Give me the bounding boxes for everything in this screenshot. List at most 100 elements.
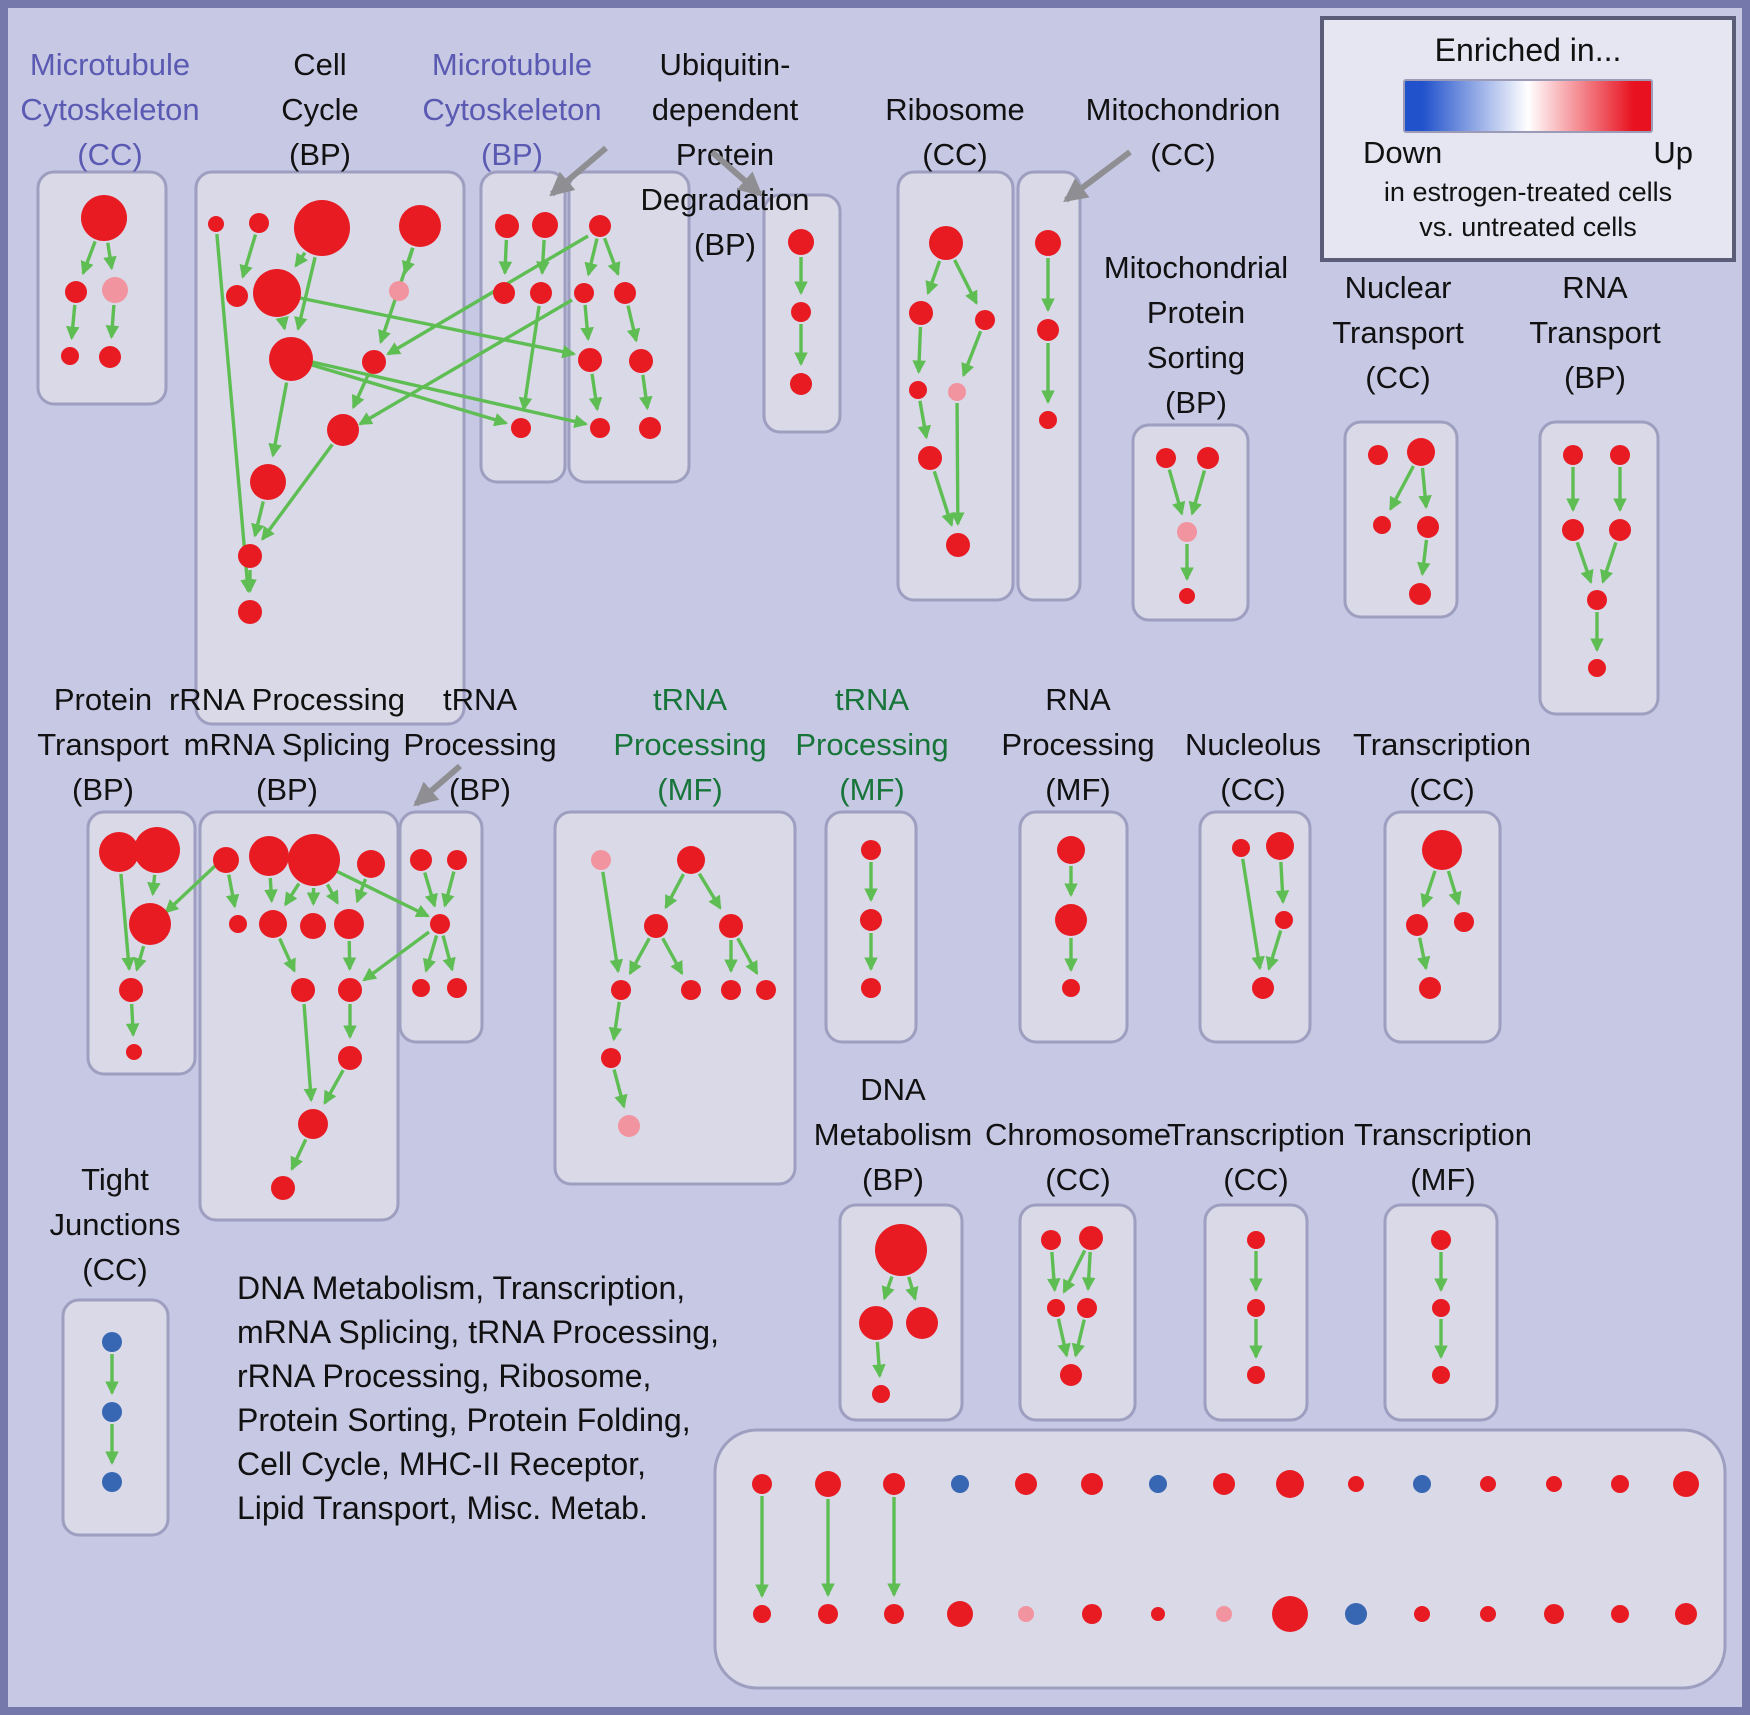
go-term-node-transcription-mf <box>1431 1230 1451 1250</box>
go-term-node-mitochondrial-protein-sorting-bp <box>1177 522 1197 542</box>
go-term-node-chromosome-cc <box>1060 1364 1082 1386</box>
edge-chromosome-cc <box>1081 1251 1096 1292</box>
go-term-node-trna-processing-mf-1 <box>677 846 705 874</box>
go-term-node-protein-transport-bp <box>129 903 171 945</box>
go-term-node-trna-processing-mf-1 <box>591 850 611 870</box>
go-term-node-trna-processing-bp <box>447 850 467 870</box>
go-term-node-misc-metabolism-cluster <box>884 1604 904 1624</box>
edge-nucleolus-cc <box>1241 858 1265 971</box>
go-term-node-misc-metabolism-cluster <box>1413 1475 1431 1493</box>
go-term-node-cell-cycle-bp <box>362 350 386 374</box>
group-box-chromosome-cc <box>1018 1203 1137 1422</box>
go-term-node-misc-metabolism-cluster <box>1675 1603 1697 1625</box>
edge-chromosome-cc <box>1047 1251 1061 1293</box>
go-term-node-chromosome-cc <box>1041 1230 1061 1250</box>
cross-group-edge <box>386 234 589 356</box>
go-term-node-ubiquitin-dependent-protein-degradation-bp <box>791 302 811 322</box>
edge-cell-cycle-bp <box>239 233 258 279</box>
go-term-node-misc-metabolism-cluster <box>1213 1473 1235 1495</box>
cross-group-edge <box>358 298 573 426</box>
go-term-node-misc-metabolism-cluster <box>815 1471 841 1497</box>
edge-ribosome-cc <box>917 400 932 440</box>
edge-trna-processing-bp <box>441 871 456 908</box>
group-label-chromosome-cc: Chromosome(CC) <box>985 1117 1171 1197</box>
group-box-trna-processing-mf-1 <box>553 810 797 1186</box>
edge-trna-processing-bp <box>422 935 439 973</box>
edge-dna-metabolism-bp <box>881 1275 895 1301</box>
misc-label-line: Cell Cycle, MHC-II Receptor, <box>237 1446 646 1482</box>
go-term-node-microtubule-cytoskeleton-cc <box>61 347 79 365</box>
go-term-node-protein-transport-bp <box>99 832 139 872</box>
go-term-node-misc-metabolism-cluster <box>1272 1596 1308 1632</box>
edge-rrna-processing-mrna-splicing-bp <box>325 883 339 905</box>
edge-rrna-processing-mrna-splicing-bp <box>225 874 240 909</box>
go-term-node-nuclear-transport-cc <box>1407 438 1435 466</box>
go-term-node-rna-transport-bp <box>1563 445 1583 465</box>
go-term-node-transcription-cc-2 <box>1247 1299 1265 1317</box>
legend-gradient-bar <box>1403 79 1653 133</box>
group-box-misc-metabolism-cluster <box>713 1428 1727 1690</box>
go-term-node-microtubule-cytoskeleton-bp <box>511 418 531 438</box>
go-term-node-nucleolus-cc <box>1252 977 1274 999</box>
go-term-node-cell-cycle-bp <box>389 281 409 301</box>
go-term-node-protein-degradation-cluster <box>639 417 661 439</box>
edge-chromosome-cc <box>1056 1318 1071 1358</box>
go-term-node-chromosome-cc <box>1079 1226 1103 1250</box>
go-term-node-ribosome-cc <box>946 533 970 557</box>
misc-label-line: mRNA Splicing, tRNA Processing, <box>237 1314 719 1350</box>
edge-rrna-processing-mrna-splicing-bp <box>354 878 368 904</box>
go-term-node-cell-cycle-bp <box>250 464 286 500</box>
go-term-node-trna-processing-mf-2 <box>860 909 882 931</box>
edge-transcription-cc-1 <box>1420 870 1437 908</box>
legend-up-label: Up <box>1653 135 1693 170</box>
label-pointer-arrow-icon <box>1063 149 1132 203</box>
group-label-transcription-cc-2: Transcription(CC) <box>1167 1117 1345 1197</box>
group-box-nuclear-transport-cc <box>1343 420 1459 619</box>
edge-rrna-processing-mrna-splicing-bp <box>290 1138 308 1171</box>
go-term-node-rrna-processing-mrna-splicing-bp <box>298 1109 328 1139</box>
group-box-mitochondrial-protein-sorting-bp <box>1131 423 1250 622</box>
edge-protein-degradation-cluster <box>580 304 594 342</box>
go-term-node-nucleolus-cc <box>1266 832 1294 860</box>
go-term-node-ubiquitin-dependent-protein-degradation-bp <box>788 229 814 255</box>
edge-rrna-processing-mrna-splicing-bp <box>323 1069 345 1105</box>
edge-ribosome-cc <box>932 470 955 527</box>
go-term-node-rrna-processing-mrna-splicing-bp <box>300 913 326 939</box>
group-box-microtubule-cytoskeleton-cc <box>36 170 168 406</box>
go-term-node-protein-degradation-cluster <box>589 215 611 237</box>
edge-nucleolus-cc <box>1275 861 1290 905</box>
go-term-node-rrna-processing-mrna-splicing-bp <box>229 915 247 933</box>
go-term-node-cell-cycle-bp <box>238 544 262 568</box>
go-term-node-misc-metabolism-cluster <box>753 1605 771 1623</box>
go-term-node-transcription-mf <box>1432 1299 1450 1317</box>
edge-trna-processing-mf-1 <box>661 937 684 976</box>
go-term-node-dna-metabolism-bp <box>872 1385 890 1403</box>
edge-ribosome-cc <box>925 260 942 296</box>
misc-label-line: Lipid Transport, Misc. Metab. <box>237 1490 648 1526</box>
legend-down-label: Down <box>1363 135 1443 170</box>
go-term-node-misc-metabolism-cluster <box>818 1604 838 1624</box>
go-term-node-misc-metabolism-cluster <box>1149 1475 1167 1493</box>
edge-cell-cycle-bp <box>268 382 289 458</box>
go-term-node-microtubule-cytoskeleton-bp <box>532 212 558 238</box>
edge-ribosome-cc <box>961 330 983 378</box>
edge-dna-metabolism-bp <box>905 1276 919 1301</box>
edge-chromosome-cc <box>1071 1319 1086 1358</box>
go-term-node-rrna-processing-mrna-splicing-bp <box>288 834 340 886</box>
edge-protein-transport-bp <box>125 1003 140 1038</box>
edge-protein-transport-bp <box>133 945 147 972</box>
go-term-node-protein-degradation-cluster <box>590 418 610 438</box>
go-term-node-misc-metabolism-cluster <box>1611 1475 1629 1493</box>
edge-dna-metabolism-bp <box>872 1341 886 1379</box>
edge-cell-cycle-bp <box>251 501 265 538</box>
go-term-node-rrna-processing-mrna-splicing-bp <box>249 836 289 876</box>
edge-mitochondrial-protein-sorting-bp <box>1188 470 1207 516</box>
go-term-node-trna-processing-bp <box>447 978 467 998</box>
